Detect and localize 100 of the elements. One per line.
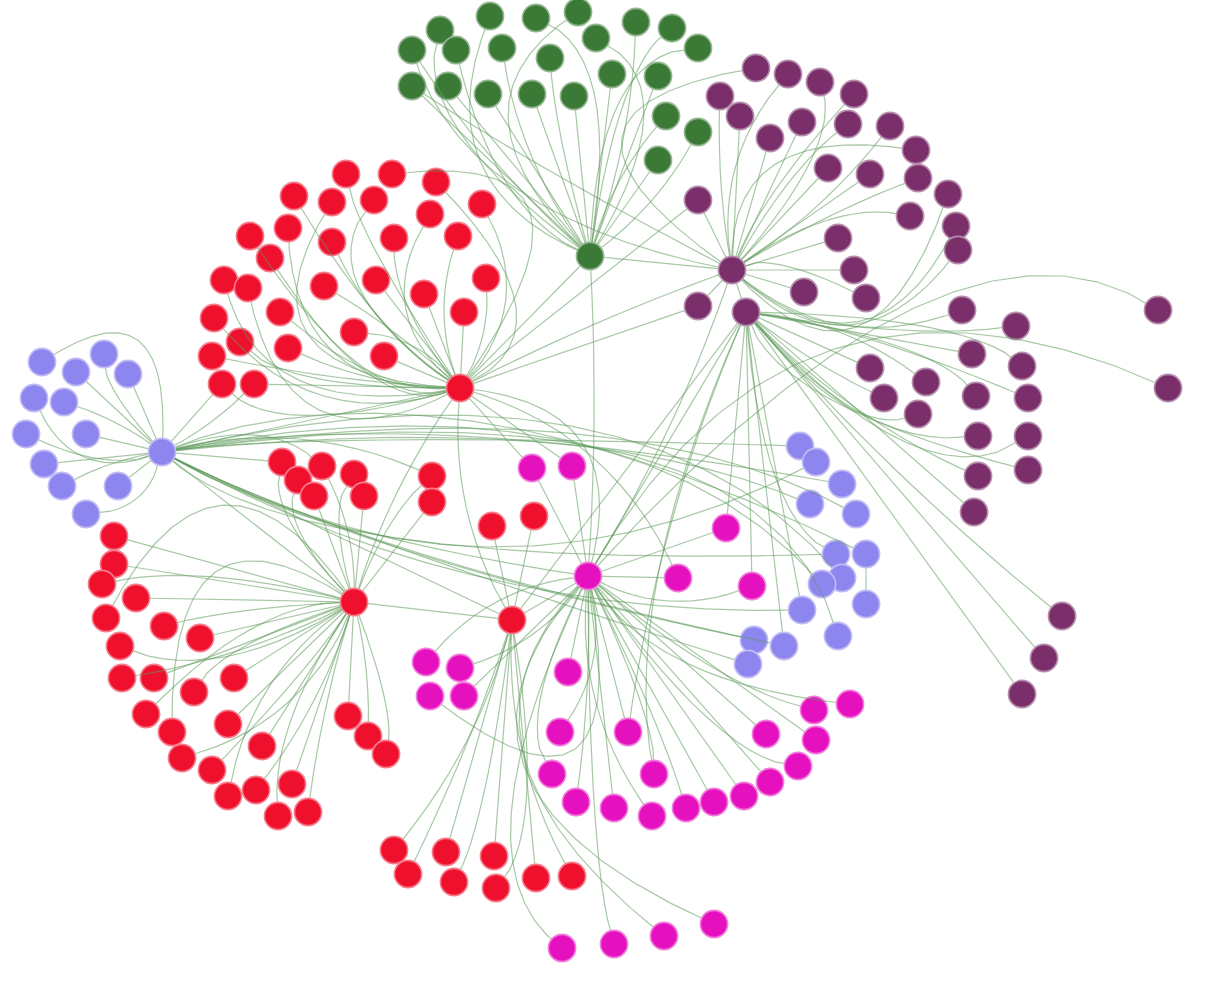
connector-line bbox=[740, 95, 826, 260]
network-node bbox=[377, 159, 407, 189]
connector-line bbox=[230, 610, 344, 783]
network-node bbox=[807, 569, 837, 599]
connector-line bbox=[99, 465, 159, 513]
network-node bbox=[575, 241, 605, 271]
network-node bbox=[279, 181, 309, 211]
connector-line bbox=[357, 399, 453, 589]
connector-line bbox=[495, 105, 583, 245]
network-node bbox=[19, 383, 49, 413]
connector-line bbox=[470, 208, 688, 380]
network-node bbox=[783, 751, 813, 781]
network-node bbox=[663, 563, 693, 593]
network-node bbox=[537, 759, 567, 789]
connector-line bbox=[362, 512, 424, 592]
connector-line bbox=[348, 615, 354, 703]
connector-line bbox=[171, 560, 343, 719]
network-node bbox=[167, 743, 197, 773]
connector-line bbox=[460, 325, 464, 375]
connector-line bbox=[735, 151, 767, 257]
connector-line bbox=[550, 71, 587, 243]
connector-line bbox=[245, 609, 343, 671]
network-node bbox=[361, 265, 391, 295]
network-node bbox=[651, 101, 681, 131]
connector-line bbox=[629, 324, 742, 719]
connector-line bbox=[745, 262, 854, 293]
network-node bbox=[113, 359, 143, 389]
connector-line bbox=[175, 431, 834, 624]
connector-line bbox=[57, 452, 149, 464]
network-node bbox=[813, 153, 843, 183]
network-node bbox=[613, 717, 643, 747]
connector-line bbox=[250, 350, 447, 389]
network-node bbox=[475, 1, 505, 31]
network-node bbox=[197, 755, 227, 785]
network-node bbox=[933, 179, 963, 209]
network-node bbox=[755, 123, 785, 153]
network-node bbox=[597, 59, 627, 89]
network-node bbox=[61, 357, 91, 387]
network-node bbox=[273, 333, 303, 363]
connector-line bbox=[574, 109, 590, 243]
connector-line bbox=[759, 314, 959, 352]
network-node bbox=[961, 381, 991, 411]
network-node bbox=[421, 167, 451, 197]
network-node bbox=[239, 369, 269, 399]
connector-line bbox=[536, 588, 583, 762]
network-node bbox=[729, 781, 759, 811]
network-node bbox=[805, 67, 835, 97]
connector-line bbox=[507, 19, 581, 247]
network-node bbox=[219, 663, 249, 693]
connector-line bbox=[133, 386, 157, 440]
connector-line bbox=[291, 493, 345, 593]
connector-line bbox=[175, 436, 798, 500]
network-node bbox=[599, 929, 629, 959]
connector-line bbox=[596, 45, 645, 245]
connector-line bbox=[201, 605, 341, 681]
connector-line bbox=[413, 633, 509, 862]
connector-line bbox=[756, 320, 872, 393]
network-node bbox=[105, 631, 135, 661]
network-node bbox=[711, 513, 741, 543]
connector-line bbox=[112, 504, 347, 606]
network-node bbox=[89, 339, 119, 369]
connector-line bbox=[594, 588, 708, 791]
network-node bbox=[875, 111, 905, 141]
network-node bbox=[209, 265, 239, 295]
connector-line bbox=[213, 604, 341, 636]
connector-line bbox=[423, 93, 720, 264]
connector-line bbox=[621, 70, 743, 263]
connector-line bbox=[865, 567, 867, 591]
network-node bbox=[671, 793, 701, 823]
network-node bbox=[637, 801, 667, 831]
connector-line bbox=[753, 323, 1015, 683]
network-node bbox=[553, 657, 583, 687]
network-node bbox=[409, 279, 439, 309]
connector-line bbox=[759, 313, 915, 375]
connector-line bbox=[155, 602, 341, 705]
connector-line bbox=[600, 581, 739, 602]
network-node bbox=[233, 273, 263, 303]
connector-line bbox=[473, 585, 579, 687]
connector-line bbox=[419, 61, 580, 248]
network-node bbox=[1001, 311, 1031, 341]
connector-line bbox=[172, 460, 344, 594]
connector-line bbox=[264, 615, 351, 780]
connector-line bbox=[77, 406, 151, 445]
connector-line bbox=[594, 332, 1156, 565]
network-node bbox=[241, 775, 271, 805]
network-node bbox=[415, 199, 445, 229]
connector-line bbox=[74, 453, 149, 481]
connector-line bbox=[600, 143, 692, 248]
connector-line bbox=[276, 613, 347, 803]
connector-line bbox=[250, 301, 448, 420]
connector-line bbox=[645, 324, 741, 761]
connector-line bbox=[741, 206, 944, 332]
network-node bbox=[1013, 421, 1043, 451]
connector-line bbox=[735, 283, 743, 299]
network-node bbox=[957, 339, 987, 369]
network-node bbox=[787, 595, 817, 625]
connector-line bbox=[523, 582, 577, 614]
connector-line bbox=[471, 395, 561, 459]
network-node bbox=[317, 227, 347, 257]
connector-line bbox=[758, 317, 858, 363]
